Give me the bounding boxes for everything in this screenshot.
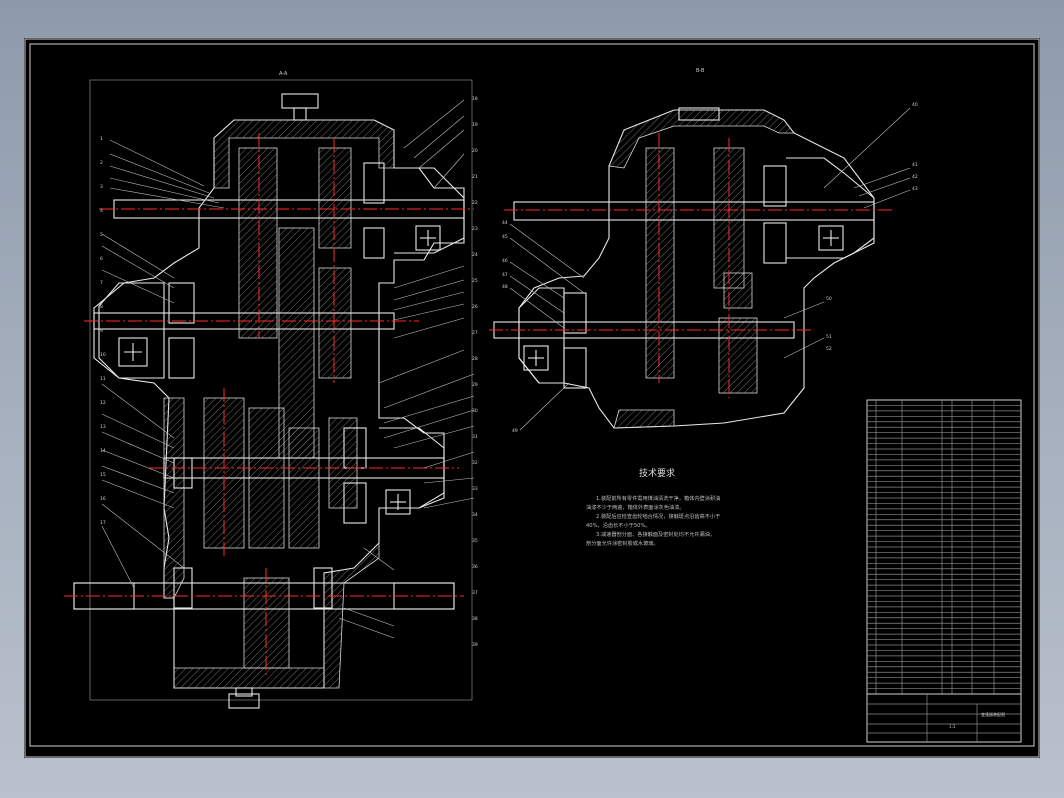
part-callout-label: 30 <box>472 408 478 414</box>
part-callout-label: 5 <box>100 232 103 238</box>
part-callout-label: 11 <box>100 376 106 382</box>
part-callout-label: 51 <box>826 334 832 340</box>
part-callout-label: 18 <box>472 96 478 102</box>
part-callout-label: 37 <box>472 590 478 596</box>
part-callout-label: 29 <box>472 382 478 388</box>
part-callout-label: 49 <box>512 428 518 434</box>
part-callout-label: 39 <box>472 642 478 648</box>
tech-req-line-1: 1.装配前所有零件需用煤油清洗干净，箱体内壁涂耐油 <box>596 494 720 502</box>
part-callout-label: 9 <box>100 328 103 334</box>
parts-list-table <box>866 399 1022 695</box>
part-callout-label: 21 <box>472 174 478 180</box>
tech-requirements: 技术要求 1.装配前所有零件需用煤油清洗干净，箱体内壁涂耐油 油漆不少于两遍，箱… <box>586 467 720 547</box>
left-section-view: A-A <box>64 71 475 709</box>
part-callout-label: 17 <box>100 520 106 526</box>
part-callout-label: 40 <box>912 102 918 108</box>
part-callout-label: 28 <box>472 356 478 362</box>
part-callout-label: 19 <box>472 122 478 128</box>
left-leaders <box>101 99 475 639</box>
part-callout-label: 34 <box>472 512 478 518</box>
part-callout-label: 8 <box>100 304 103 310</box>
right-leaders <box>509 107 911 431</box>
title-block: 变速器装配图 1:1 <box>866 693 1022 743</box>
part-callout-label: 31 <box>472 434 478 440</box>
title-block-name: 变速器装配图 <box>981 711 1005 717</box>
part-callout-label: 41 <box>912 162 918 168</box>
part-callout-label: 50 <box>826 296 832 302</box>
part-callout-label: 46 <box>502 258 508 264</box>
part-callout-label: 26 <box>472 304 478 310</box>
tech-req-line-6: 剖分面允许涂密封胶或水玻璃。 <box>586 539 659 547</box>
part-callout-label: 52 <box>826 346 832 352</box>
part-callout-label: 12 <box>100 400 106 406</box>
tech-req-line-2: 油漆不少于两遍，箱体外表面涂灰色油漆。 <box>586 503 685 511</box>
part-callout-label: 1 <box>100 136 103 142</box>
tech-req-line-5: 3.减速器剖分面、各接触面及密封处均不允许漏油， <box>596 530 715 538</box>
right-section-view: B-B <box>489 68 911 431</box>
part-callout-label: 6 <box>100 256 103 262</box>
part-callout-label: 48 <box>502 284 508 290</box>
part-callout-label: 33 <box>472 486 478 492</box>
part-callout-label: 22 <box>472 200 478 206</box>
part-callout-label: 43 <box>912 186 918 192</box>
part-callout-label: 42 <box>912 174 918 180</box>
part-callout-label: 15 <box>100 472 106 478</box>
part-callout-label: 44 <box>502 220 508 226</box>
left-view-title: A-A <box>279 71 288 77</box>
part-callout-label: 38 <box>472 616 478 622</box>
part-callout-label: 25 <box>472 278 478 284</box>
part-callout-label: 35 <box>472 538 478 544</box>
gear-1 <box>238 147 278 339</box>
part-callout-label: 47 <box>502 272 508 278</box>
part-callout-label: 3 <box>100 184 103 190</box>
tech-req-line-4: 40%，沿齿长不小于50%。 <box>586 521 651 529</box>
part-callout-label: 23 <box>472 226 478 232</box>
part-callout-label: 10 <box>100 352 106 358</box>
tech-req-line-3: 2.装配后应检查齿轮啮合情况，接触斑点沿齿高不小于 <box>596 512 720 520</box>
part-callout-label: 16 <box>100 496 106 502</box>
part-callout-label: 2 <box>100 160 103 166</box>
outer-frame <box>24 38 1040 758</box>
part-callout-label: 14 <box>100 448 106 454</box>
part-callout-label: 27 <box>472 330 478 336</box>
right-view-title: B-B <box>696 68 705 74</box>
inner-frame <box>29 43 1035 747</box>
part-callout-label: 20 <box>472 148 478 154</box>
drawing-sheet: A-A <box>24 38 1040 758</box>
part-callout-label: 24 <box>472 252 478 258</box>
part-callout-label: 7 <box>100 280 103 286</box>
part-callout-label: 4 <box>100 208 103 214</box>
tech-requirements-title: 技术要求 <box>639 467 675 479</box>
part-callout-label: 32 <box>472 460 478 466</box>
part-callout-label: 45 <box>502 234 508 240</box>
title-block-scale: 1:1 <box>949 724 956 729</box>
cad-drawing: A-A <box>24 38 1040 758</box>
part-callout-label: 13 <box>100 424 106 430</box>
part-callout-label: 36 <box>472 564 478 570</box>
